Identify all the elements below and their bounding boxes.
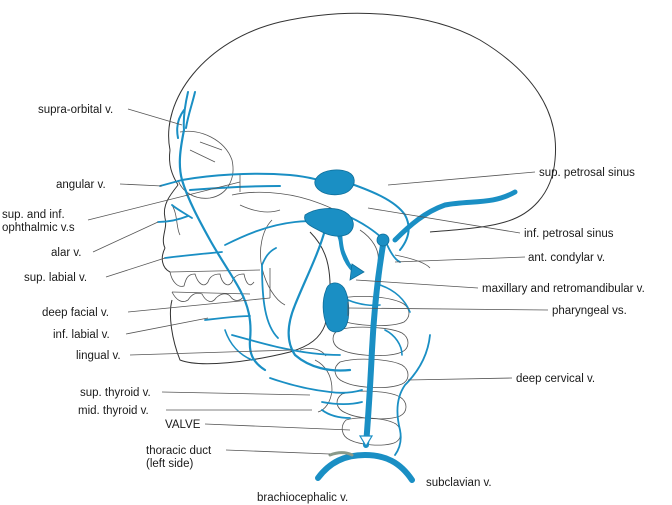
label-inferior-petrosal-sinus: inf. petrosal sinus — [524, 228, 614, 240]
lingual-vein — [231, 334, 341, 356]
internal-jugular-vein — [363, 242, 386, 448]
cavernous-sinus — [314, 169, 355, 196]
retromandibular-vein — [287, 228, 352, 372]
upper-teeth — [169, 269, 261, 287]
supra-orbital-vein — [176, 91, 196, 139]
label-ophthalmic-veins-line2: ophthalmic v.s — [2, 222, 75, 234]
label-middle-thyroid-vein: mid. thyroid v. — [78, 405, 149, 417]
label-deep-cervical-vein: deep cervical v. — [516, 373, 595, 385]
label-thoracic-duct-line1: thoracic duct — [146, 445, 212, 457]
thoracic-duct — [328, 451, 354, 457]
jugular-bulb — [376, 233, 390, 247]
label-inferior-labial-vein: inf. labial v. — [53, 329, 110, 341]
inferior-labial-vein — [204, 315, 251, 321]
label-angular-vein: angular v. — [56, 179, 106, 191]
pharyngeal-vein-branch — [347, 299, 381, 307]
brachiocephalic-subclavian-vein — [315, 452, 415, 483]
superior-thyroid-vein — [269, 377, 363, 394]
label-ophthalmic-veins-line1: sup. and inf. — [2, 209, 65, 221]
skull-outline — [161, 12, 557, 446]
label-deep-facial-vein: deep facial v. — [42, 307, 109, 319]
deep-facial-vein — [224, 220, 323, 246]
label-lingual-vein: lingual v. — [76, 350, 121, 362]
label-subclavian-vein: subclavian v. — [426, 477, 492, 489]
alar-vein — [157, 204, 193, 223]
label-superior-petrosal-sinus: sup. petrosal sinus — [539, 167, 635, 179]
label-superior-thyroid-vein: sup. thyroid v. — [80, 387, 151, 399]
label-anterior-condylar-vein: ant. condylar v. — [528, 252, 605, 264]
facial-vein — [178, 128, 267, 372]
superior-labial-vein — [164, 251, 223, 259]
valve-marker — [358, 435, 374, 448]
label-maxillary-retromandibular-vein: maxillary and retromandibular v. — [482, 283, 645, 295]
leader-lines — [87, 108, 549, 455]
venous-sinuses — [304, 169, 390, 333]
labels: supra-orbital v. angular v. sup. and inf… — [2, 104, 645, 504]
superior-petrosal-sinus — [339, 179, 410, 251]
deep-cervical-branch — [379, 284, 411, 356]
angular-vein — [159, 179, 183, 187]
pharyngeal-plexus — [322, 282, 350, 333]
lower-teeth — [171, 291, 251, 302]
lingual-branch — [224, 329, 253, 361]
ophthalmic-veins — [181, 172, 331, 191]
flow-arrow — [349, 263, 365, 281]
pterygoid-branch — [261, 247, 279, 339]
label-brachiocephalic-vein: brachiocephalic v. — [257, 492, 348, 504]
deep-cervical-vein — [394, 334, 431, 456]
label-alar-vein: alar v. — [51, 247, 81, 259]
label-valve: VALVE — [165, 419, 201, 431]
label-supra-orbital-vein: supra-orbital v. — [38, 104, 113, 116]
label-pharyngeal-veins: pharyngeal vs. — [552, 305, 627, 317]
label-superior-labial-vein: sup. labial v. — [24, 272, 87, 284]
label-thoracic-duct-line2: (left side) — [146, 458, 193, 470]
transverse-sinus — [392, 189, 518, 243]
middle-thyroid-vein — [321, 401, 363, 419]
pterygoid-plexus — [304, 208, 354, 237]
